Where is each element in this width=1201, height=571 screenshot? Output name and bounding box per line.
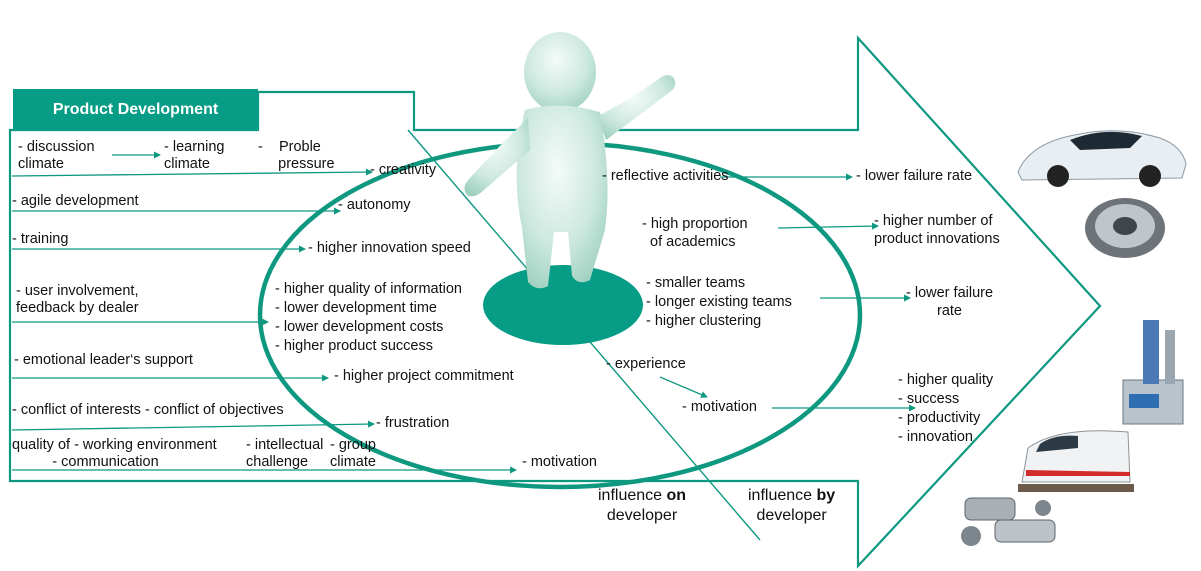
effect-project-commitment: - higher project commitment <box>334 368 514 384</box>
valve-fittings-image <box>961 497 1056 546</box>
product-development-title: Product Development <box>13 89 258 130</box>
factor-discussion-climate: - discussion climate <box>18 139 95 172</box>
factor-proble-pressure: - Proble pressure <box>258 139 335 172</box>
action-experience: - experience <box>606 356 686 372</box>
outcome-product-innovations: - higher number of product innovations <box>874 213 1000 247</box>
sports-car-image <box>1017 130 1187 187</box>
factor-group-climate: - group climate <box>330 437 376 470</box>
factor-emotional-support: - emotional leader‘s support <box>14 352 193 368</box>
effect-creativity: - creativity <box>370 162 437 178</box>
effect-information-group: - higher quality of information - lower … <box>275 281 462 354</box>
action-academics: - high proportion of academics <box>642 216 748 250</box>
effect-motivation: - motivation <box>522 454 597 470</box>
big-arrow-outline <box>8 35 1102 569</box>
action-teams: - smaller teams - longer existing teams … <box>646 275 792 329</box>
factor-learning-climate: - learning climate <box>164 139 225 172</box>
effect-autonomy: - autonomy <box>338 197 411 213</box>
factor-user-involvement: - user involvement, feedback by dealer <box>16 283 139 316</box>
factor-conflict: - conflict of interests - conflict of ob… <box>12 402 284 418</box>
effect-innovation-speed: - higher innovation speed <box>308 240 471 256</box>
outcome-lower-failure-rate-2: - lower failure rate <box>906 285 994 319</box>
train-image <box>1018 430 1134 492</box>
platform-disc <box>483 265 643 345</box>
outcome-quality-group: - higher quality - success - productivit… <box>898 372 994 445</box>
factor-quality-of: quality of - working environment - commu… <box>12 437 217 470</box>
effect-frustration: - frustration <box>376 415 450 431</box>
factor-intellectual-challenge: - intellectual challenge <box>246 437 324 470</box>
industrial-machine-image <box>1122 320 1184 425</box>
factor-agile-development: - agile development <box>12 193 139 209</box>
clutch-disc-image <box>1085 198 1165 258</box>
developer-figure-image <box>464 32 676 289</box>
action-reflective-activities: - reflective activities <box>602 168 729 184</box>
outcome-lower-failure-rate: - lower failure rate <box>856 168 973 184</box>
action-motivation: - motivation <box>682 399 757 415</box>
factor-training: - training <box>12 231 69 247</box>
